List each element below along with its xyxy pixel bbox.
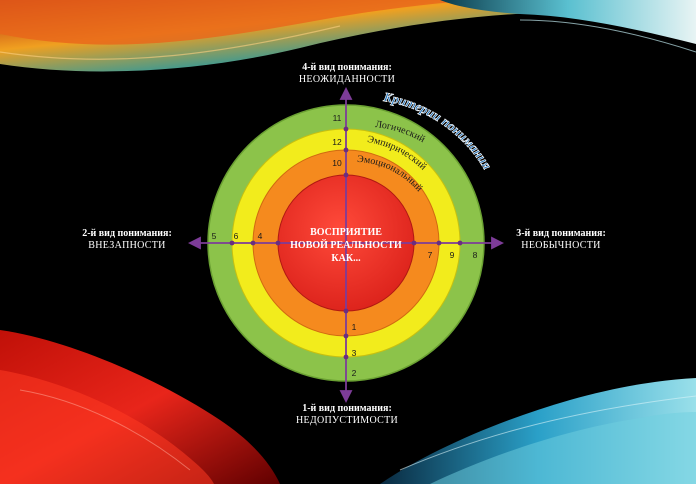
ring-numbers: 11 12 10 1 3 2 5 6 4 7 9 8 (212, 113, 478, 378)
center-line-3: КАК... (331, 253, 361, 264)
number-9: 9 (450, 250, 455, 260)
number-3: 3 (352, 348, 357, 358)
number-5: 5 (212, 231, 217, 241)
axis-right-title: 3-й вид понимания: (516, 228, 606, 239)
background-wave-bottom-left (0, 330, 280, 484)
number-6: 6 (234, 231, 239, 241)
number-4: 4 (258, 231, 263, 241)
center-line-1: ВОСПРИЯТИЕ (310, 227, 382, 238)
arrow-down-icon (339, 390, 353, 404)
number-11: 11 (333, 113, 342, 123)
axis-arrows (187, 86, 505, 404)
axis-right-subtitle: НЕОБЫЧНОСТИ (521, 240, 601, 251)
arrow-up-icon (339, 86, 353, 100)
axis-left-subtitle: ВНЕЗАПНОСТИ (88, 240, 166, 251)
number-10: 10 (332, 158, 342, 168)
axis-label-bottom: 1-й вид понимания: НЕДОПУСТИМОСТИ (264, 403, 430, 427)
background-wave-top-left (0, 0, 696, 72)
axis-label-left: 2-й вид понимания: ВНЕЗАПНОСТИ (64, 228, 190, 252)
axis-top-subtitle: НЕОЖИДАННОСТИ (298, 74, 396, 85)
arrow-left-icon (187, 236, 201, 250)
number-7: 7 (428, 250, 433, 260)
center-line-2: НОВОЙ РЕАЛЬНОСТИ (290, 239, 402, 251)
axis-top-title: 4-й вид понимания: (302, 62, 392, 73)
axis-bottom-subtitle: НЕДОПУСТИМОСТИ (295, 415, 399, 426)
center-text: ВОСПРИЯТИЕ НОВОЙ РЕАЛЬНОСТИ КАК... (290, 227, 402, 264)
arrow-right-icon (491, 236, 505, 250)
number-8: 8 (473, 250, 478, 260)
axis-bottom-title: 1-й вид понимания: (302, 403, 392, 414)
number-1: 1 (352, 322, 357, 332)
number-2: 2 (352, 368, 357, 378)
axis-label-right: 3-й вид понимания: НЕОБЫЧНОСТИ (496, 228, 626, 252)
axis-dots (229, 126, 463, 360)
axis-label-top: 4-й вид понимания: НЕОЖИДАННОСТИ (264, 62, 430, 86)
axis-left-title: 2-й вид понимания: (82, 228, 172, 239)
number-12: 12 (332, 137, 342, 147)
background-wave-bottom-right (380, 378, 696, 484)
background-wave-top-right (440, 0, 696, 53)
